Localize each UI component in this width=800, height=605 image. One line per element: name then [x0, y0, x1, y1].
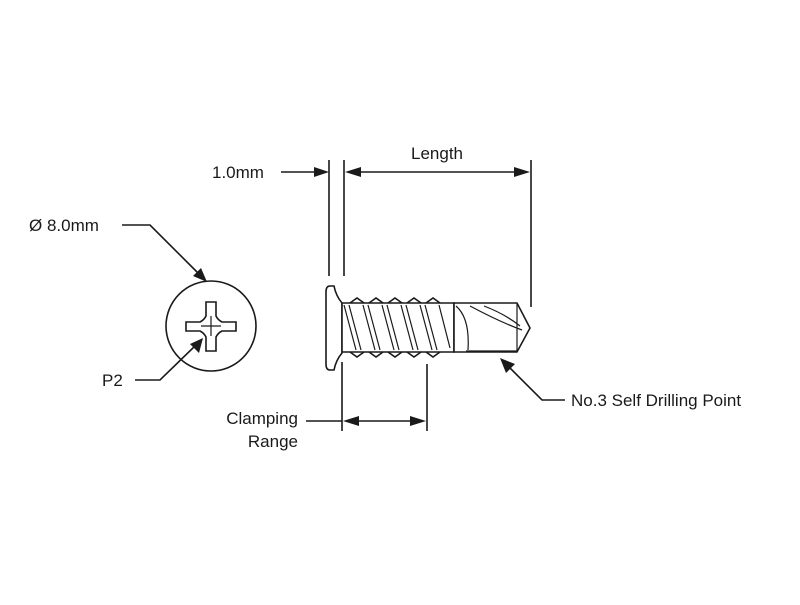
phillips-recess-icon [185, 301, 237, 352]
screw-head [325, 285, 343, 371]
drive-callout: P2 [102, 338, 203, 390]
drive-leader [135, 345, 196, 381]
clamping-label-line1: Clamping [226, 409, 298, 428]
head-thickness-label: 1.0mm [212, 163, 264, 182]
screw-threads [343, 297, 451, 358]
point-callout: No.3 Self Drilling Point [500, 358, 741, 410]
clamping-range-dimension: Clamping Range [226, 362, 428, 451]
head-outline [165, 280, 257, 372]
clamping-arrowhead-right [410, 416, 426, 426]
drive-label: P2 [102, 371, 123, 390]
screw-side-view [325, 285, 531, 371]
head-diameter-arrowhead [193, 268, 207, 282]
head-diameter-label: Ø 8.0mm [29, 216, 99, 235]
length-arrowhead-right [514, 167, 530, 177]
length-arrowhead-left [345, 167, 361, 177]
phillips-inner-icon [201, 316, 221, 336]
head-diameter-callout: Ø 8.0mm [29, 216, 207, 282]
point-leader [508, 366, 565, 401]
head-diameter-leader [122, 224, 199, 274]
drive-arrowhead [190, 338, 203, 353]
head-thickness-dimension: 1.0mm [212, 160, 345, 276]
point-label: No.3 Self Drilling Point [571, 391, 741, 410]
drill-point [453, 302, 531, 353]
head-top-view [165, 280, 257, 372]
length-label: Length [411, 144, 463, 163]
head-thickness-arrowhead [314, 167, 329, 177]
drill-flute [455, 303, 523, 352]
clamping-arrowhead-left [343, 416, 359, 426]
point-arrowhead [500, 358, 515, 373]
length-dimension: Length [345, 144, 532, 307]
clamping-label-line2: Range [248, 432, 298, 451]
